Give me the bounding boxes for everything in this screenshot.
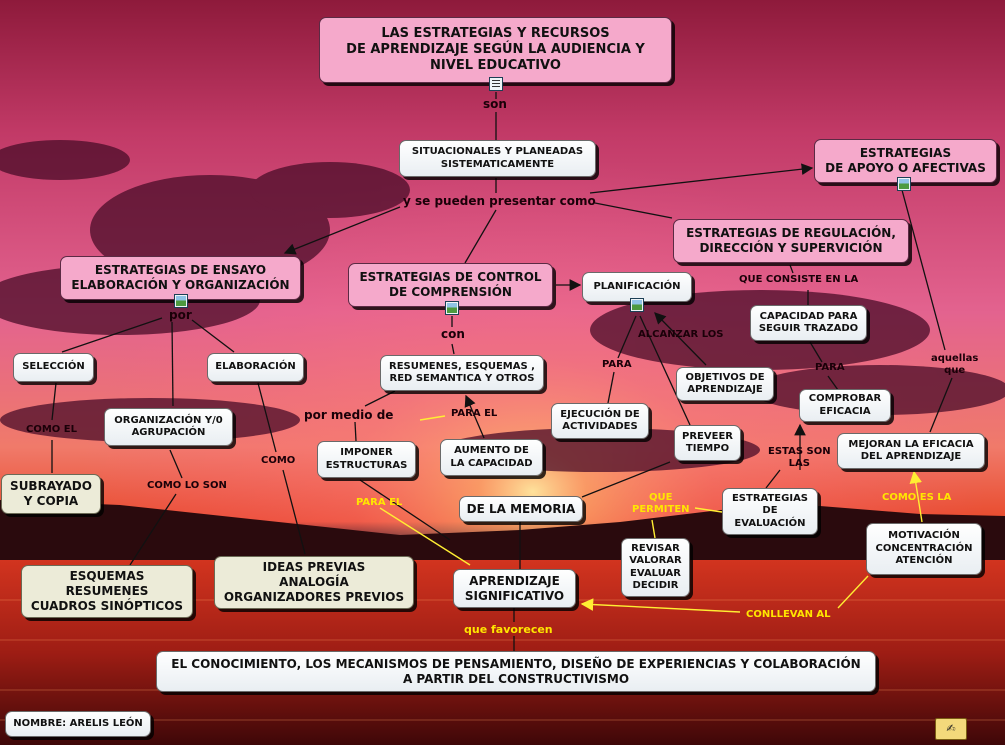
motivacion-node[interactable]: MOTIVACIÓN CONCENTRACIÓN ATENCIÓN xyxy=(866,523,982,575)
organizacion-text: ORGANIZACIÓN Y/0 AGRUPACIÓN xyxy=(114,414,223,439)
estrategias-evaluacion-node[interactable]: ESTRATEGIAS DE EVALUACIÓN xyxy=(722,488,818,535)
motivacion-text: MOTIVACIÓN CONCENTRACIÓN ATENCIÓN xyxy=(875,530,973,567)
capacidad-trazado-node[interactable]: CAPACIDAD PARA SEGUIR TRAZADO xyxy=(750,305,867,341)
objetivos-node[interactable]: OBJETIVOS DE APRENDIZAJE xyxy=(676,367,774,401)
link-label-para-el-dark: PARA EL xyxy=(451,408,498,419)
imponer-estructuras-node[interactable]: IMPONER ESTRUCTURAS xyxy=(317,441,416,478)
link-label-aquellas-que: aquellas que xyxy=(931,353,979,376)
conocimiento-node[interactable]: EL CONOCIMIENTO, LOS MECANISMOS DE PENSA… xyxy=(156,651,876,692)
link-label-como: COMO xyxy=(261,455,296,466)
organizacion-node[interactable]: ORGANIZACIÓN Y/0 AGRUPACIÓN xyxy=(104,408,233,446)
mejoran-eficacia-node[interactable]: MEJORAN LA EFICACIA DEL APRENDIZAJE xyxy=(837,433,985,469)
aprendizaje-significativo-node[interactable]: APRENDIZAJE SIGNIFICATIVO xyxy=(453,569,576,608)
capacidad-trazado-text: CAPACIDAD PARA SEGUIR TRAZADO xyxy=(758,310,859,335)
image-icon[interactable] xyxy=(174,294,188,308)
mejoran-eficacia-text: MEJORAN LA EFICACIA DEL APRENDIZAJE xyxy=(848,438,974,463)
link-label-para-el-yellow: PARA EL xyxy=(356,497,403,508)
link-label-conllevan-al: CONLLEVAN AL xyxy=(746,609,831,620)
subrayado-text: SUBRAYADO Y COPIA xyxy=(10,479,92,508)
link-label-que-favorecen: que favorecen xyxy=(464,623,553,636)
link-label-estas-son-las: ESTAS SON LAS xyxy=(768,446,831,469)
aumento-capacidad-text: AUMENTO DE LA CAPACIDAD xyxy=(450,445,533,469)
prever-tiempo-node[interactable]: PREVEER TIEMPO xyxy=(674,425,741,461)
aumento-capacidad-node[interactable]: AUMENTO DE LA CAPACIDAD xyxy=(440,439,543,476)
resumenes-text: RESUMENES, ESQUEMAS , RED SEMANTICA Y OT… xyxy=(389,360,535,385)
title-node[interactable]: LAS ESTRATEGIAS Y RECURSOS DE APRENDIZAJ… xyxy=(319,17,672,83)
ideas-previas-node[interactable]: IDEAS PREVIAS ANALOGÍA ORGANIZADORES PRE… xyxy=(214,556,414,609)
link-label-para-2: PARA xyxy=(815,362,845,373)
ejecucion-text: EJECUCIÓN DE ACTIVIDADES xyxy=(560,408,640,433)
planificacion-node[interactable]: PLANIFICACIÓN xyxy=(582,272,692,302)
nombre-node[interactable]: NOMBRE: ARELIS LEÓN xyxy=(5,711,151,737)
comprobar-eficacia-node[interactable]: COMPROBAR EFICACIA xyxy=(799,389,891,422)
regulacion-text: ESTRATEGIAS DE REGULACIÓN, DIRECCIÓN Y S… xyxy=(686,226,896,255)
link-label-como-el: COMO EL xyxy=(26,424,77,435)
ensayo-text: ESTRATEGIAS DE ENSAYO ELABORACIÓN Y ORGA… xyxy=(71,263,290,292)
elaboracion-text: ELABORACIÓN xyxy=(215,361,296,373)
link-label-que-permiten: QUE PERMITEN xyxy=(632,492,690,515)
link-label-y-se-pueden: y se pueden presentar como xyxy=(403,194,596,208)
revisar-node[interactable]: REVISAR VALORAR EVALUAR DECIDIR xyxy=(621,538,690,597)
de-la-memoria-node[interactable]: DE LA MEMORIA xyxy=(459,496,583,522)
de-la-memoria-text: DE LA MEMORIA xyxy=(466,501,576,516)
imponer-estructuras-text: IMPONER ESTRUCTURAS xyxy=(325,447,408,471)
link-label-alcanzar-los: ALCANZAR LOS xyxy=(638,329,724,340)
image-icon[interactable] xyxy=(630,298,644,312)
link-label-son: son xyxy=(483,97,507,111)
prever-tiempo-text: PREVEER TIEMPO xyxy=(682,430,733,455)
elaboracion-node[interactable]: ELABORACIÓN xyxy=(207,353,304,382)
ideas-previas-text: IDEAS PREVIAS ANALOGÍA ORGANIZADORES PRE… xyxy=(223,560,405,604)
link-label-por: por xyxy=(169,308,192,322)
image-icon[interactable] xyxy=(897,177,911,191)
apoyo-afectivas-text: ESTRATEGIAS DE APOYO O AFECTIVAS xyxy=(825,146,986,175)
seleccion-text: SELECCIÓN xyxy=(22,361,85,373)
link-label-como-es-la: COMO ES LA xyxy=(882,492,952,503)
notes-attachment-icon[interactable]: ✍ xyxy=(935,718,967,740)
subrayado-node[interactable]: SUBRAYADO Y COPIA xyxy=(1,474,101,514)
nombre-text: NOMBRE: ARELIS LEÓN xyxy=(13,717,143,729)
link-label-para-1: PARA xyxy=(602,359,632,370)
planificacion-text: PLANIFICACIÓN xyxy=(593,280,681,292)
link-label-por-medio-de: por medio de xyxy=(304,408,394,422)
link-label-como-lo-son: COMO LO SON xyxy=(147,480,227,491)
seleccion-node[interactable]: SELECCIÓN xyxy=(13,353,94,382)
notes-icon[interactable] xyxy=(489,77,503,91)
esquemas-node[interactable]: ESQUEMAS RESUMENES CUADROS SINÓPTICOS xyxy=(21,565,193,618)
control-comprension-node[interactable]: ESTRATEGIAS DE CONTROL DE COMPRENSIÓN xyxy=(348,263,553,307)
comprobar-eficacia-text: COMPROBAR EFICACIA xyxy=(808,393,882,417)
situacionales-text: SITUACIONALES Y PLANEADAS SISTEMATICAMEN… xyxy=(411,146,584,170)
aprendizaje-significativo-text: APRENDIZAJE SIGNIFICATIVO xyxy=(464,573,565,603)
esquemas-text: ESQUEMAS RESUMENES CUADROS SINÓPTICOS xyxy=(30,569,184,613)
control-comprension-text: ESTRATEGIAS DE CONTROL DE COMPRENSIÓN xyxy=(359,270,542,299)
image-icon[interactable] xyxy=(445,301,459,315)
regulacion-node[interactable]: ESTRATEGIAS DE REGULACIÓN, DIRECCIÓN Y S… xyxy=(673,219,909,263)
objetivos-text: OBJETIVOS DE APRENDIZAJE xyxy=(685,371,765,396)
link-label-con: con xyxy=(441,327,465,341)
title-text: LAS ESTRATEGIAS Y RECURSOS DE APRENDIZAJ… xyxy=(346,25,645,74)
resumenes-node[interactable]: RESUMENES, ESQUEMAS , RED SEMANTICA Y OT… xyxy=(380,355,544,391)
situacionales-node[interactable]: SITUACIONALES Y PLANEADAS SISTEMATICAMEN… xyxy=(399,140,596,177)
link-label-que-consiste: QUE CONSISTE EN LA xyxy=(739,274,859,285)
ensayo-node[interactable]: ESTRATEGIAS DE ENSAYO ELABORACIÓN Y ORGA… xyxy=(60,256,301,300)
apoyo-afectivas-node[interactable]: ESTRATEGIAS DE APOYO O AFECTIVAS xyxy=(814,139,997,183)
ejecucion-node[interactable]: EJECUCIÓN DE ACTIVIDADES xyxy=(551,403,649,439)
estrategias-evaluacion-text: ESTRATEGIAS DE EVALUACIÓN xyxy=(731,492,809,529)
revisar-text: REVISAR VALORAR EVALUAR DECIDIR xyxy=(629,542,682,592)
conocimiento-text: EL CONOCIMIENTO, LOS MECANISMOS DE PENSA… xyxy=(171,656,861,686)
